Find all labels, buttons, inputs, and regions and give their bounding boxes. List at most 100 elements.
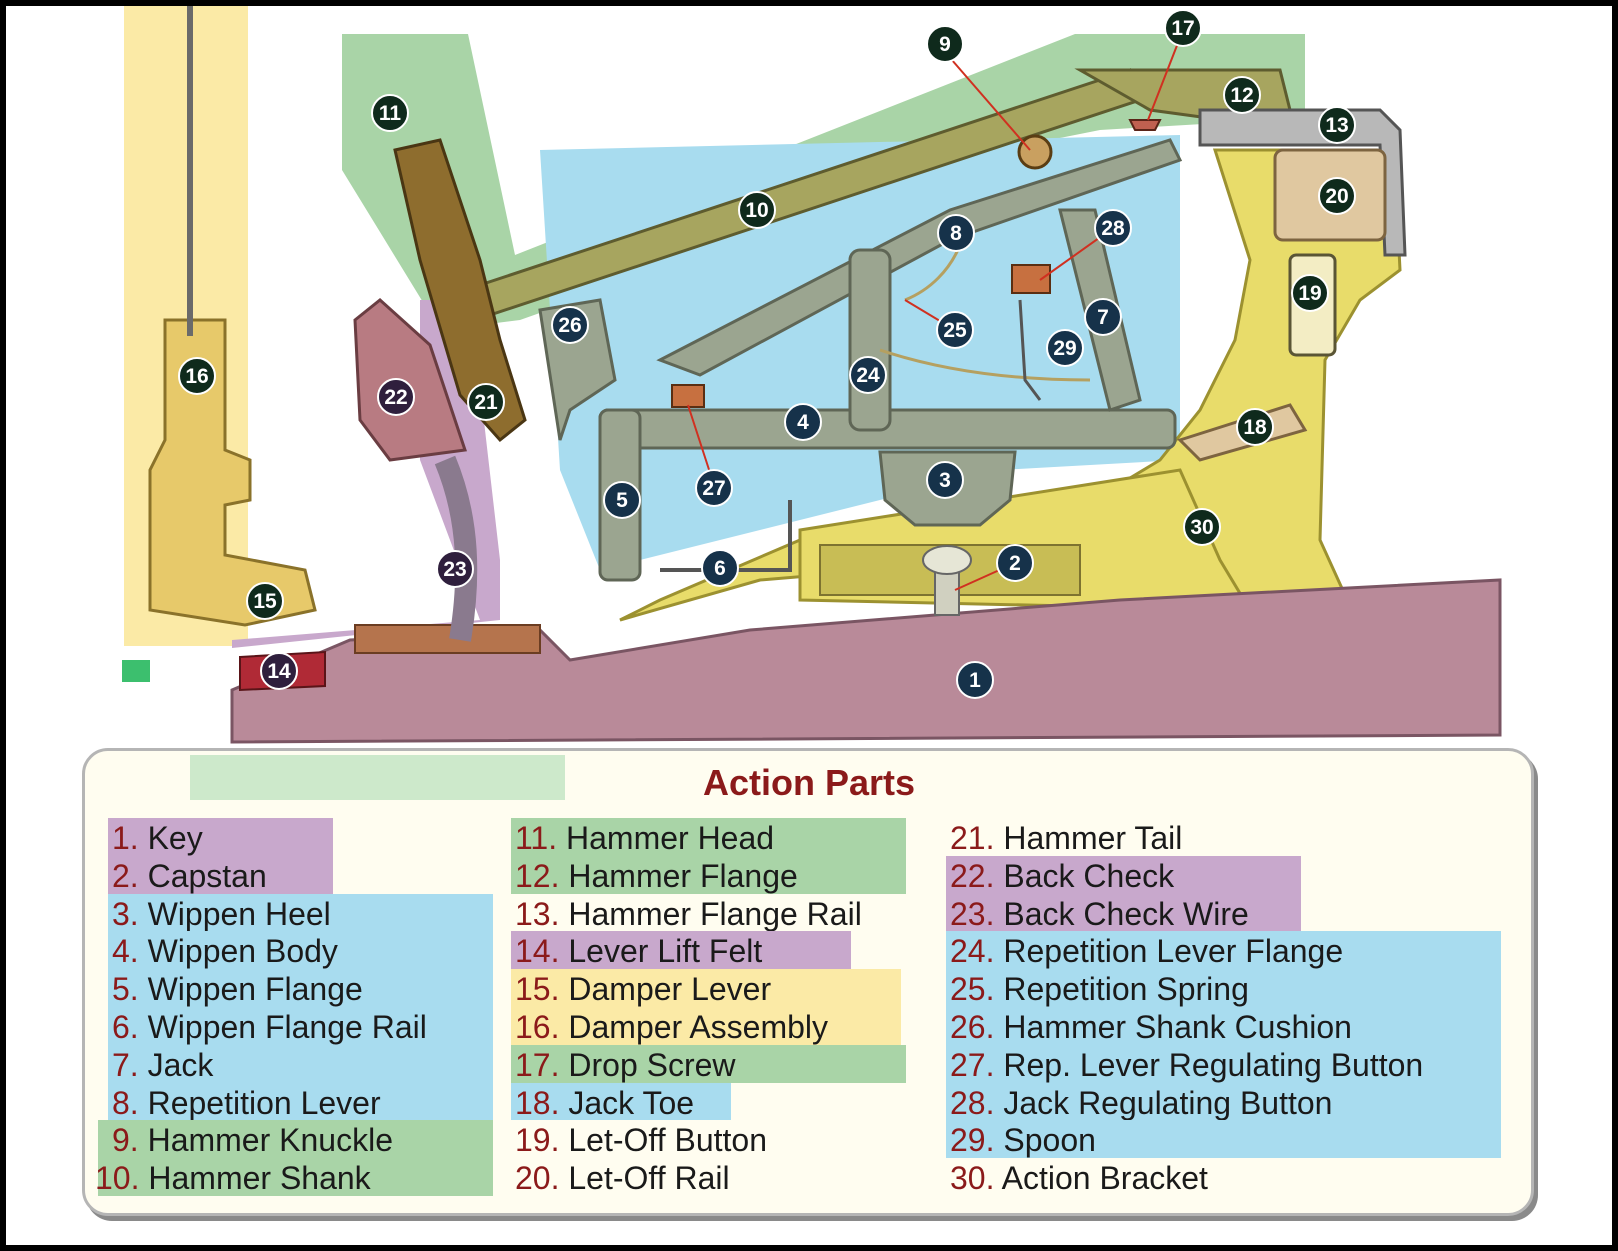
legend-item-name: Hammer Shank Cushion: [1003, 1009, 1352, 1045]
legend-item-name: Wippen Heel: [147, 895, 331, 932]
legend-band-key: [108, 855, 333, 894]
legend-item: 3. Wippen Heel: [112, 896, 331, 932]
legend-item-name: Hammer Tail: [1003, 820, 1183, 856]
callout-label-8: 8: [950, 222, 962, 245]
legend-item: 2. Capstan: [112, 858, 267, 894]
legend-item: 5. Wippen Flange: [112, 971, 363, 1007]
legend-band-wippen: [108, 1044, 493, 1083]
legend-band-wippen: [946, 1044, 1501, 1083]
legend-item: 22. Back Check: [950, 858, 1174, 894]
callout-label-25: 25: [943, 319, 967, 342]
legend-item: 18. Jack Toe: [515, 1085, 694, 1121]
callout-label-26: 26: [558, 314, 581, 337]
legend-item-number: 28.: [950, 1084, 1004, 1121]
legend-band-key: [108, 818, 333, 856]
callout-marker-4: [784, 403, 822, 441]
legend-band-wippen: [946, 931, 1501, 970]
callout-label-20: 20: [1325, 185, 1348, 208]
legend-item: 28. Jack Regulating Button: [950, 1085, 1332, 1121]
rep-regulating-button-shape: [671, 384, 705, 408]
legend-band-hammer: [98, 1120, 493, 1159]
callout-marker-11: [371, 94, 409, 132]
callout-label-17: 17: [1171, 17, 1194, 40]
callout-label-21: 21: [474, 391, 498, 414]
legend-item-number: 12.: [515, 857, 569, 894]
legend-band-wippen: [108, 1007, 493, 1045]
legend-band-wippen: [946, 969, 1501, 1007]
legend-item-name: Wippen Body: [147, 933, 338, 970]
legend-item-number: 7.: [112, 1046, 148, 1083]
callout-line-9: [944, 51, 1031, 151]
legend-item-number: 11.: [515, 820, 566, 856]
legend-item-number: 3.: [112, 895, 148, 932]
legend-item: 7. Jack: [112, 1047, 213, 1083]
legend-band-wippen: [946, 1007, 1501, 1045]
callout-marker-7: [1084, 298, 1122, 336]
callout-marker-16: [178, 357, 216, 395]
callout-marker-6: [701, 549, 739, 587]
key-lead: [354, 624, 541, 654]
legend-item-name: Damper Lever: [568, 971, 772, 1008]
legend-item: 21. Hammer Tail: [950, 820, 1182, 856]
legend-item-name: Let-Off Button: [568, 1122, 768, 1159]
callout-label-23: 23: [443, 558, 466, 581]
legend-item-number: 9.: [112, 1122, 148, 1159]
damper-felt: [122, 660, 150, 682]
legend-item-name: Hammer Shank: [148, 1160, 371, 1197]
legend-item: 24. Repetition Lever Flange: [950, 933, 1343, 969]
legend-item-name: Hammer Head: [566, 820, 775, 856]
damper-assembly-shape: [148, 318, 317, 627]
legend-band-damper: [511, 969, 901, 1007]
legend-item-number: 23.: [950, 895, 1004, 932]
legend-item-number: 29.: [950, 1122, 1004, 1159]
callout-label-4: 4: [797, 411, 809, 434]
callout-marker-13: [1318, 106, 1356, 144]
legend-item: 27. Rep. Lever Regulating Button: [950, 1047, 1423, 1083]
legend-band-wippen: [108, 969, 493, 1007]
repetition-lever-shape: [656, 138, 1183, 377]
legend-band-hammer-top: [190, 755, 565, 800]
legend-item-number: 26.: [950, 1009, 1004, 1045]
legend-item-number: 2.: [112, 857, 148, 894]
legend-item: 26. Hammer Shank Cushion: [950, 1009, 1352, 1045]
legend-band-key: [946, 893, 1301, 932]
capstan-head: [922, 545, 972, 575]
callout-marker-5: [603, 481, 641, 519]
legend-item: 15. Damper Lever: [515, 971, 771, 1007]
legend-item: 23. Back Check Wire: [950, 896, 1249, 932]
legend-item: 8. Repetition Lever: [112, 1085, 381, 1121]
callout-marker-20: [1318, 177, 1356, 215]
legend-band-hammer: [98, 1158, 493, 1196]
legend-item-number: 17.: [515, 1046, 569, 1083]
legend-item-number: 5.: [112, 971, 148, 1008]
legend-item: 13. Hammer Flange Rail: [515, 896, 862, 932]
legend-item: 14. Lever Lift Felt: [515, 933, 762, 969]
legend-item: 6. Wippen Flange Rail: [112, 1009, 427, 1045]
legend-item: 1. Key: [112, 820, 203, 856]
legend-title: Action Parts: [702, 762, 916, 803]
callout-label-30: 30: [1190, 516, 1213, 539]
legend-item-number: 21.: [950, 820, 1004, 856]
legend-item-number: 4.: [112, 933, 148, 970]
back-check-shape: [353, 298, 467, 462]
legend-item-name: Wippen Flange Rail: [147, 1009, 427, 1045]
legend-item: 19. Let-Off Button: [515, 1122, 767, 1158]
legend-item: 11. Hammer Head: [515, 820, 774, 856]
legend-item-name: Jack Toe: [568, 1084, 695, 1121]
legend-item-name: Repetition Lever: [147, 1084, 381, 1121]
callout-marker-9: [926, 25, 964, 63]
legend-item-name: Key: [147, 820, 203, 856]
legend-band-hammer: [511, 818, 906, 856]
callout-label-1: 1: [969, 669, 981, 692]
legend-band-hammer: [511, 855, 906, 894]
legend-item-number: 30.: [950, 1160, 1002, 1197]
callout-marker-26: [551, 306, 589, 344]
callout-marker-21: [467, 383, 505, 421]
legend-item-number: 1.: [112, 820, 148, 856]
callout-label-10: 10: [745, 199, 768, 222]
legend-band-wippen: [946, 1120, 1501, 1159]
legend-item: 30. Action Bracket: [950, 1160, 1208, 1196]
legend-item-name: Drop Screw: [568, 1046, 736, 1083]
callout-marker-29: [1046, 329, 1084, 367]
